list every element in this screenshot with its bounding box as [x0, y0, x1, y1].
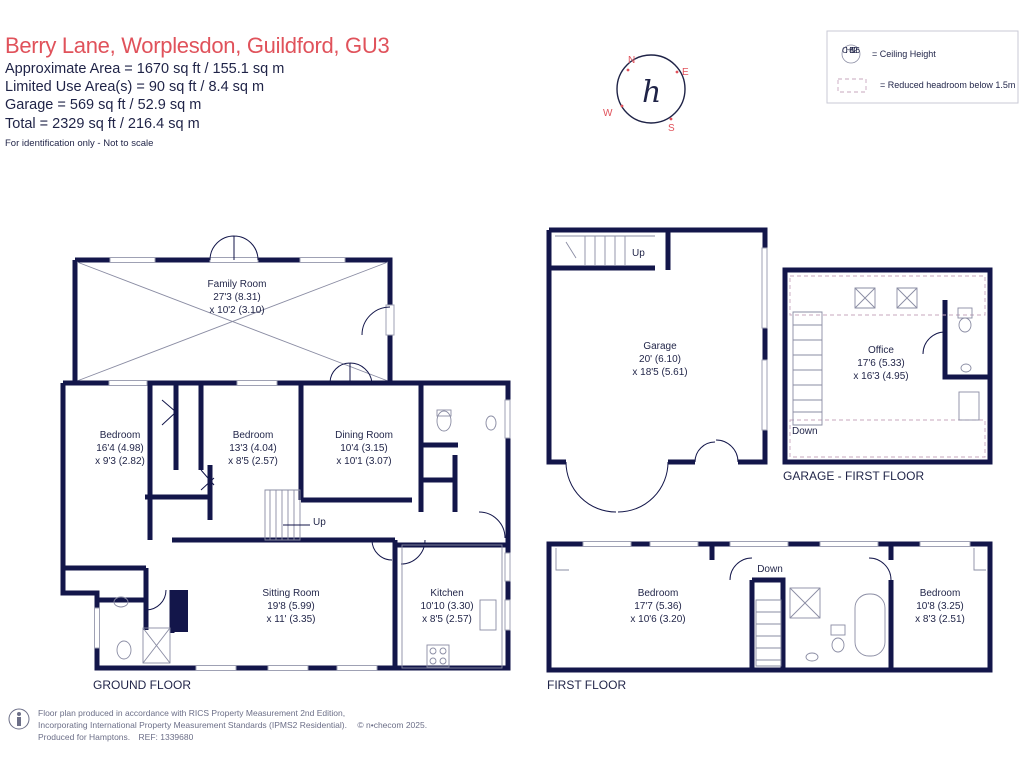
area-total: Total = 2329 sq ft / 216.4 sq m: [5, 115, 200, 132]
bedroom-f2-imperial: 10'8 (3.25): [916, 601, 964, 612]
bedroom-f1-name: Bedroom: [638, 588, 679, 599]
sitting-room-metric: x 11' (3.35): [267, 614, 316, 625]
kitchen-imperial: 10'10 (3.30): [420, 601, 473, 612]
bedroom-g2-name: Bedroom: [233, 430, 274, 441]
sitting-room-name: Sitting Room: [262, 588, 319, 599]
compass-n: N: [628, 55, 635, 66]
bedroom-g1-imperial: 16'4 (4.98): [96, 443, 144, 454]
garage-first-floor-plan: Office 17'6 (5.33) x 16'3 (4.95) Down GA…: [782, 267, 993, 483]
garage-name: Garage: [643, 341, 677, 352]
footer-line-3-wrap: Produced for Hamptons. REF: 1339680: [38, 731, 427, 743]
area-limited-use: Limited Use Area(s) = 90 sq ft / 8.4 sq …: [5, 79, 265, 96]
ground-floor-label: GROUND FLOOR: [93, 678, 191, 692]
stair-up-garage: Up: [632, 248, 645, 259]
ceiling-badge: CH 8'5/2.6: [842, 46, 861, 55]
reduced-label: = Reduced headroom below 1.5m: [880, 80, 1015, 90]
bedroom-g2-imperial: 13'3 (4.04): [229, 443, 277, 454]
bedroom-g1-name: Bedroom: [100, 430, 141, 441]
first-floor-label: FIRST FLOOR: [547, 678, 626, 692]
office-name: Office: [868, 345, 894, 356]
stair-up-ground: Up: [313, 517, 326, 528]
footer-brand: © n•checom 2025.: [357, 720, 428, 730]
dining-room-name: Dining Room: [335, 430, 393, 441]
bedroom-g1-metric: x 9'3 (2.82): [95, 456, 145, 467]
compass-s: S: [668, 123, 675, 134]
bedroom-g2-metric: x 8'5 (2.57): [228, 456, 278, 467]
ceiling-label: = Ceiling Height: [872, 49, 936, 59]
garage-metric: x 18'5 (5.61): [632, 367, 687, 378]
person-info-icon: [8, 708, 30, 730]
footer: Floor plan produced in accordance with R…: [38, 707, 427, 743]
bedroom-f1-imperial: 17'7 (5.36): [634, 601, 682, 612]
ceiling-height-icon: [841, 44, 861, 64]
kitchen-metric: x 8'5 (2.57): [422, 614, 472, 625]
bedroom-f1-metric: x 10'6 (3.20): [630, 614, 685, 625]
reduced-headroom-icon: [837, 78, 867, 93]
family-room-name: Family Room: [208, 279, 267, 290]
ground-floor-plan: Family Room 27'3 (8.31) x 10'2 (3.10) Be…: [60, 235, 511, 692]
family-room-imperial: 27'3 (8.31): [213, 292, 261, 303]
bedroom-f2-metric: x 8'3 (2.51): [915, 614, 965, 625]
family-room-metric: x 10'2 (3.10): [209, 305, 264, 316]
legend: CH 8'5/2.6 = Ceiling Height = Reduced he…: [826, 30, 1019, 104]
compass-w: W: [603, 108, 613, 119]
sitting-room-imperial: 19'8 (5.99): [267, 601, 315, 612]
kitchen-name: Kitchen: [430, 588, 463, 599]
office-metric: x 16'3 (4.95): [853, 371, 908, 382]
garage-imperial: 20' (6.10): [639, 354, 681, 365]
disclaimer: For identification only - Not to scale: [5, 137, 154, 149]
dining-room-imperial: 10'4 (3.15): [340, 443, 388, 454]
area-garage: Garage = 569 sq ft / 52.9 sq m: [5, 97, 202, 114]
footer-line-2: Incorporating International Property Mea…: [38, 720, 347, 730]
footer-line-3: Produced for Hamptons.: [38, 732, 131, 742]
property-title: Berry Lane, Worplesdon, Guildford, GU3: [5, 33, 390, 58]
office-imperial: 17'6 (5.33): [857, 358, 905, 369]
dining-room-metric: x 10'1 (3.07): [336, 456, 391, 467]
compass-e: E: [682, 67, 689, 78]
stair-down-first: Down: [757, 564, 783, 575]
footer-ref: REF: 1339680: [138, 732, 194, 742]
area-approximate: Approximate Area = 1670 sq ft / 155.1 sq…: [5, 61, 285, 77]
footer-line-1: Floor plan produced in accordance with R…: [38, 708, 346, 718]
garage-plan: Up Garage 20' (6.10) x 18'5 (5.61): [546, 227, 768, 513]
logo-h-icon: h: [642, 75, 661, 110]
bedroom-f2-name: Bedroom: [920, 588, 961, 599]
header: Berry Lane, Worplesdon, Guildford, GU3 A…: [5, 32, 390, 149]
stair-down-office: Down: [792, 426, 818, 437]
first-floor-plan: Down Bedroom 17'7 (5.36) x 10'6 (3.20) B…: [546, 541, 993, 692]
compass-circle: [616, 54, 686, 124]
compass-rose: N E S W h: [603, 54, 689, 134]
footer-line-2-wrap: Incorporating International Property Mea…: [38, 719, 427, 731]
garage-first-floor-label: GARAGE - FIRST FLOOR: [783, 469, 924, 483]
